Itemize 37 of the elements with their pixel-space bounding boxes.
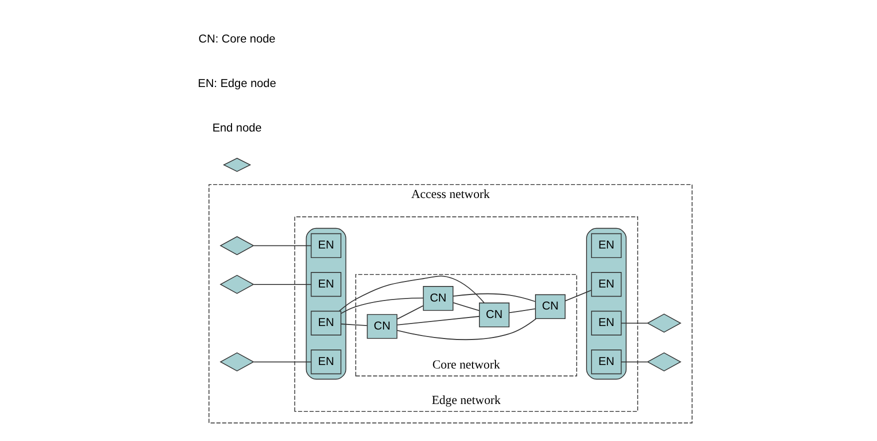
legend-label: End node [212, 122, 262, 135]
node-box: EN [590, 233, 622, 258]
node-box: EN [310, 272, 341, 297]
node-diamond [219, 274, 254, 294]
connector [620, 361, 648, 362]
cluster [586, 228, 626, 380]
label: EN: Edge node [197, 78, 276, 90]
node-box: CN [534, 294, 566, 320]
cluster [305, 228, 346, 380]
connector [252, 245, 311, 246]
connector [396, 316, 480, 326]
node-box: EN [310, 350, 341, 374]
connector [340, 298, 424, 314]
node-box: CN [422, 286, 453, 311]
node-diamond [646, 314, 681, 333]
connector [452, 302, 479, 311]
connector [396, 305, 423, 320]
node-diamond [219, 352, 254, 372]
connector [340, 324, 367, 326]
connector [396, 318, 536, 340]
connector [452, 293, 536, 302]
node-diamond [646, 352, 681, 372]
node-box: EN [590, 350, 622, 374]
node-box: EN [310, 310, 341, 336]
node-box: CN [478, 302, 509, 328]
connector [620, 322, 648, 324]
node-box: EN [590, 310, 622, 336]
node-diamond [219, 236, 254, 256]
connector [252, 284, 311, 285]
label: CN: Core node [198, 34, 275, 46]
connector [564, 290, 592, 302]
node-box: EN [310, 233, 341, 258]
node-box: CN [366, 314, 397, 339]
node-box: EN [590, 272, 622, 297]
connector [338, 276, 484, 312]
connector [508, 308, 536, 314]
connector [252, 361, 311, 362]
